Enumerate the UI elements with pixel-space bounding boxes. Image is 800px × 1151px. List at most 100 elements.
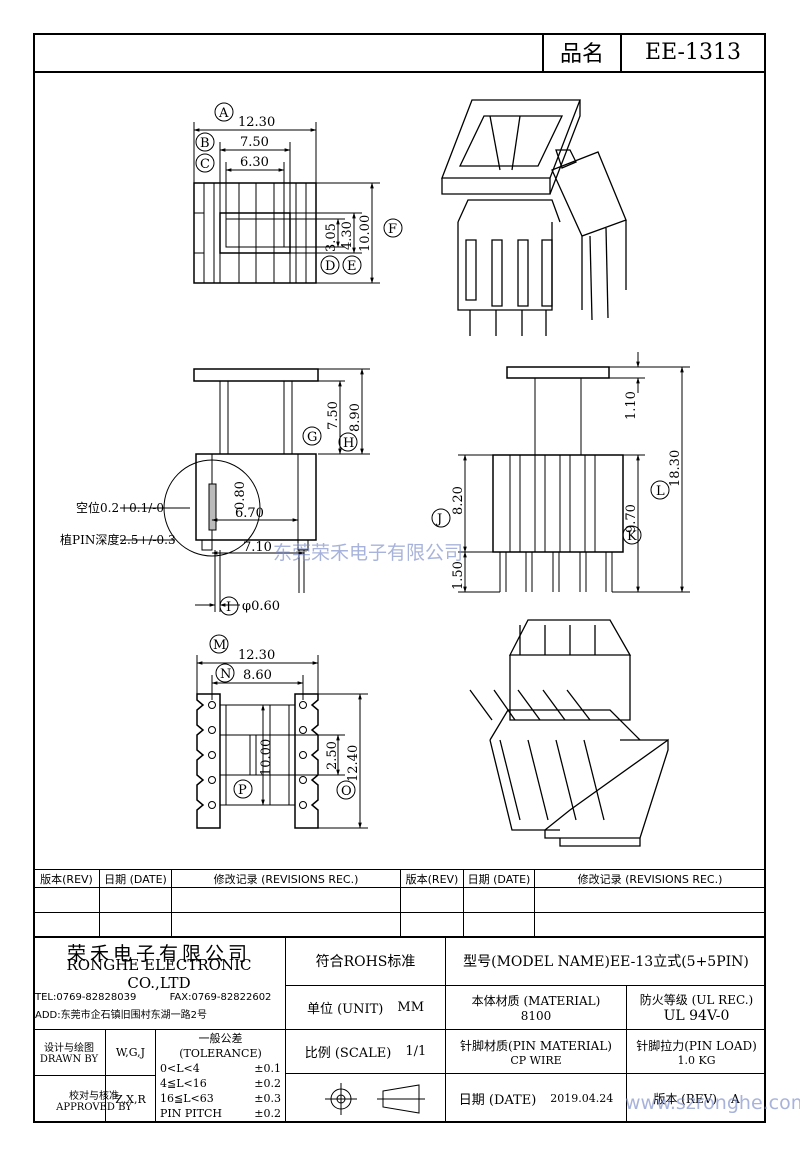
callout-h: H: [338, 432, 358, 452]
pin-material-value: CP WIRE: [510, 1053, 562, 1067]
top-view-dimensions: [193, 122, 380, 284]
rec-header: 修改记录 (REVISIONS REC.): [171, 869, 401, 888]
tol-range-2: 4≦L<16: [160, 1077, 207, 1090]
svg-text:I: I: [226, 600, 231, 615]
company-address: ADD:东莞市企石镇旧围村东湖一路2号: [35, 1009, 207, 1021]
tol-value-4: ±0.2: [254, 1107, 281, 1120]
tolerance-title: 一般公差(TOLERANCE): [179, 1032, 262, 1060]
svg-text:C: C: [200, 157, 210, 172]
callout-a: A: [214, 102, 234, 122]
tol-range-3: 16≦L<63: [160, 1092, 214, 1105]
drawn-by-cell: 设计与绘图 DRAWN BY: [33, 1029, 105, 1075]
version-label: 版本 (REV): [653, 1092, 717, 1106]
note-depth: 植PIN深度2.5+/-0.3: [60, 532, 176, 547]
svg-text:O: O: [341, 784, 352, 799]
date-label: 日期 (DATE): [458, 1093, 537, 1108]
dim-d-text: 3.05: [324, 223, 339, 252]
ul-value: UL 94V-0: [663, 1008, 730, 1024]
date-header-2: 日期 (DATE): [463, 869, 535, 888]
callout-i: I: [219, 596, 239, 616]
ul-cell: 防火等级 (UL REC.) UL 94V-0: [626, 985, 766, 1029]
pin-load-label: 针脚拉力(PIN LOAD): [636, 1038, 757, 1053]
dimension-labels: 12.30 7.50 6.30 3.05 4.30 10.00 7.50 8.9…: [60, 115, 683, 782]
material-label: 本体材质 (MATERIAL): [471, 994, 601, 1008]
svg-text:L: L: [656, 484, 665, 499]
dim-pin-text: 1.50: [451, 561, 466, 590]
callout-g: G: [302, 426, 322, 446]
scale-cell: 比例 (SCALE) 1/1: [285, 1029, 445, 1073]
dim-gap-text: 0.80: [233, 481, 248, 510]
dim-o-text: 12.40: [346, 745, 361, 782]
product-code-cell: EE-1313: [620, 33, 764, 71]
dim-n-text: 8.60: [243, 668, 272, 683]
svg-text:B: B: [200, 136, 210, 151]
dim-pitch-text: 7.10: [243, 540, 272, 555]
dim-j-text: 8.20: [451, 486, 466, 515]
callout-d: D: [320, 255, 340, 275]
rev-header: 版本(REV): [33, 869, 100, 888]
callout-j: J: [431, 508, 451, 528]
product-name-label-cell: 品名: [542, 33, 620, 71]
drawing-frame: [33, 33, 766, 1123]
dim-f-text: 10.00: [358, 215, 373, 252]
callout-o: O: [336, 780, 356, 800]
tol-range-4: PIN PITCH: [160, 1107, 222, 1120]
pin-material-cell: 针脚材质(PIN MATERIAL) CP WIRE: [445, 1029, 626, 1073]
callout-c: C: [195, 153, 215, 173]
date-header: 日期 (DATE): [99, 869, 172, 888]
callout-e: E: [342, 255, 362, 275]
side-view-dimensions: [195, 368, 370, 612]
svg-text:E: E: [347, 259, 357, 274]
callout-n: N: [215, 663, 235, 683]
front-view: [492, 366, 624, 592]
front-view-dimensions: [458, 352, 690, 593]
approved-names: Z,X,R: [105, 1075, 155, 1123]
callout-f: F: [383, 218, 403, 238]
projection-symbol-icon: [324, 1082, 425, 1115]
svg-text:A: A: [218, 106, 229, 121]
bottom-view-dimensions: [196, 655, 368, 829]
dim-e-text: 4.30: [340, 221, 355, 250]
dim-a-text: 12.30: [238, 115, 275, 130]
dim-width-text: 6.70: [235, 506, 264, 521]
callout-l: L: [650, 480, 670, 500]
svg-text:N: N: [220, 667, 231, 682]
callout-m: M: [209, 634, 229, 654]
dim-b-text: 7.50: [240, 135, 269, 150]
dim-p-text: 10.00: [259, 739, 274, 776]
dim-c-text: 6.30: [240, 155, 269, 170]
iso-view-top: [441, 99, 627, 336]
drawn-names: W,G,J: [105, 1029, 155, 1075]
pin-load-value: 1.0 KG: [677, 1053, 716, 1067]
ul-label: 防火等级 (UL REC.): [639, 993, 754, 1007]
svg-text:H: H: [343, 436, 354, 451]
unit-cell: 单位 (UNIT) MM: [285, 985, 445, 1029]
company-name-en: RONGHE ELECTRONIC CO.,LTD: [66, 956, 252, 992]
side-view: [120, 368, 319, 593]
callout-p: P: [233, 779, 253, 799]
callouts: A B C D E F G H I J K L M N O P: [195, 102, 670, 800]
scale-value: 1/1: [405, 1044, 427, 1059]
svg-text:P: P: [238, 783, 247, 798]
projection-symbol-cell: [285, 1073, 445, 1123]
dim-h-text: 8.90: [348, 403, 363, 432]
dim-slot-text: 2.50: [325, 741, 340, 770]
tol-value-1: ±0.1: [254, 1062, 281, 1075]
callout-k: K: [622, 525, 642, 545]
scale-label: 比例 (SCALE): [304, 1046, 392, 1061]
pin-material-label: 针脚材质(PIN MATERIAL): [460, 1038, 612, 1053]
company-name-cn: 荣禾电子有限公司: [66, 942, 251, 965]
approved-by-cn: 校对与核准: [69, 1090, 119, 1102]
bottom-view: [196, 693, 319, 829]
title-bar: 品名 EE-1313: [33, 33, 766, 73]
svg-text:K: K: [627, 529, 637, 544]
approved-by-en: APPROVED BY: [56, 1101, 132, 1113]
tol-value-2: ±0.2: [254, 1077, 281, 1090]
dim-l-text: 18.30: [668, 450, 683, 487]
iso-view-bottom: [469, 619, 669, 847]
rohs-statement: 符合ROHS标准: [285, 937, 445, 985]
revision-table: 版本(REV) 日期 (DATE) 修改记录 (REVISIONS REC.) …: [33, 869, 766, 937]
watermark-company: 东莞荣禾电子有限公司: [273, 542, 464, 564]
date-value: 2019.04.24: [550, 1092, 614, 1105]
tolerance-cell: 一般公差(TOLERANCE) 0<L<4±0.1 4≦L<16±0.2 16≦…: [155, 1029, 285, 1123]
